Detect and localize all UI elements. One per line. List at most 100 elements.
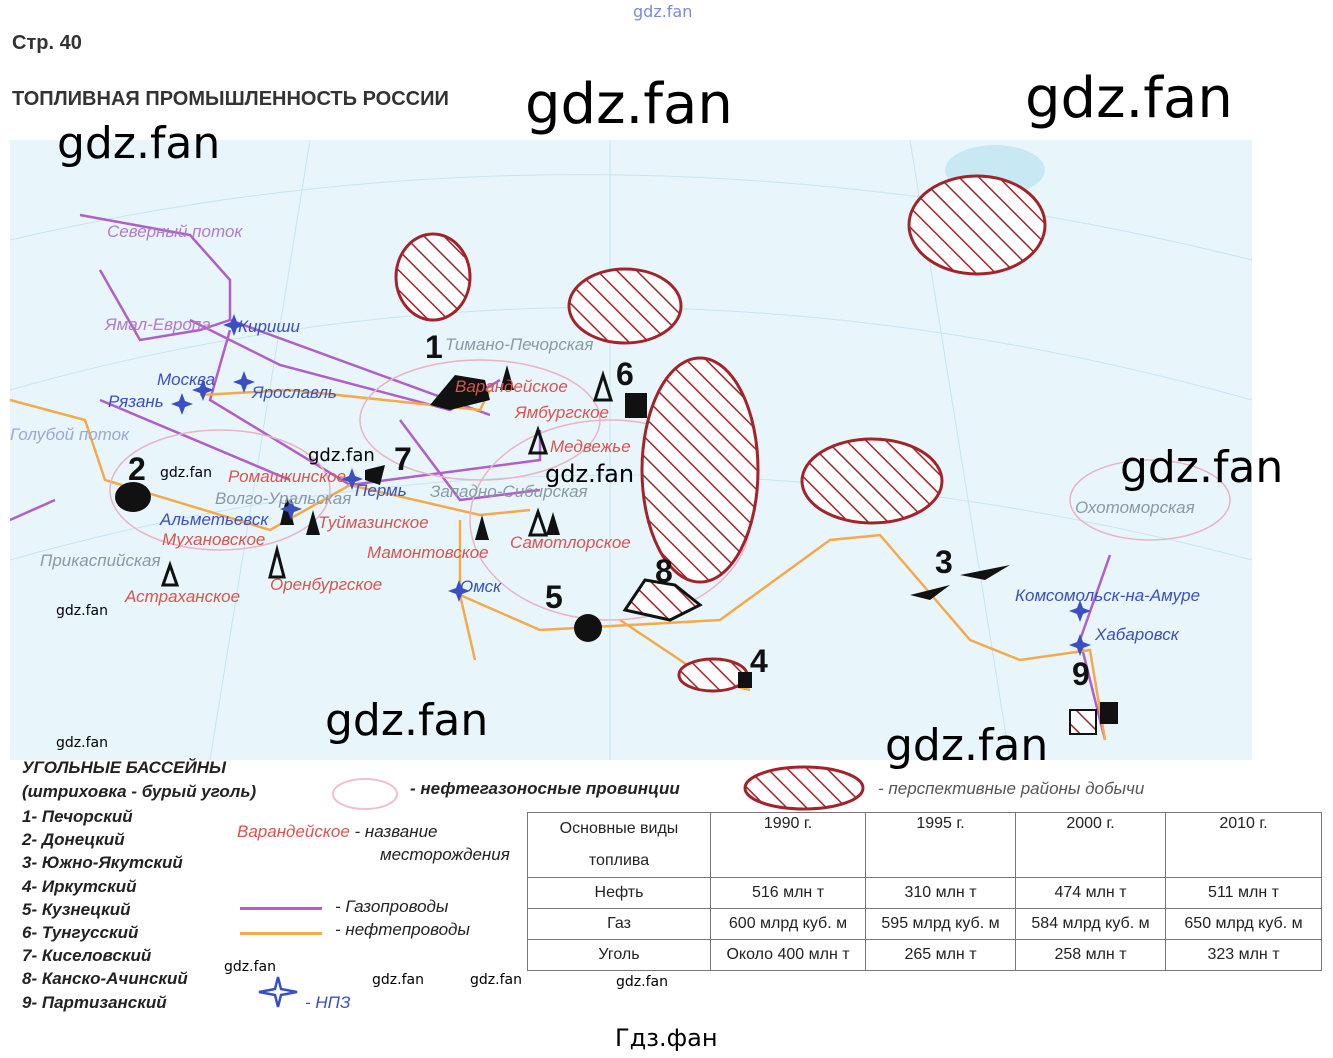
deposit-label: Ямбургское (514, 403, 609, 422)
watermark: gdz.fan (224, 959, 276, 975)
basin-number: 6 (616, 356, 634, 392)
refinery-label: Омск (460, 577, 502, 596)
watermark-top: gdz.fan (633, 2, 693, 21)
header-cell: 2000 г. (1015, 812, 1166, 878)
basin-number: 3 (935, 544, 953, 580)
oil-pipeline-swatch (240, 932, 322, 935)
page-title: ТОПЛИВНАЯ ПРОМЫШЛЕННОСТЬ РОССИИ (12, 88, 449, 110)
pipeline-label: Северный поток (107, 222, 243, 241)
pipeline-label: Ямал-Европа (104, 315, 211, 334)
basin-item: 7- Киселовский (22, 946, 152, 966)
cell: Около 400 млн т (710, 939, 866, 971)
watermark: gdz.fan (57, 118, 221, 169)
watermark: gdz.fan (325, 695, 489, 746)
watermark: gdz.fan (470, 972, 522, 988)
cell: 511 млн т (1165, 877, 1322, 909)
header-cell: Основные виды топлива (527, 812, 711, 878)
legend-coal-subtitle: (штриховка - бурый уголь) (22, 782, 257, 801)
basin-item: 2- Донецкий (22, 830, 125, 850)
deposit-label: Туймазинское (318, 513, 429, 532)
legend-basin-list: 1- Печорский 2- Донецкий 3- Южно-Якутски… (22, 805, 188, 1014)
watermark: gdz.fan (372, 972, 424, 988)
province-label: Западно-Сибирская (430, 482, 588, 501)
watermark: gdz.fan (616, 974, 668, 990)
watermark: gdz.fan (1120, 442, 1284, 493)
cell: Нефть (527, 877, 711, 909)
refinery-label: Кириши (238, 317, 300, 336)
prospective-legend-icon (743, 765, 865, 811)
cell: 600 млрд куб. м (710, 908, 866, 940)
watermark: gdz.fan (885, 720, 1049, 771)
province-label: Тимано-Печорская (445, 335, 593, 354)
refinery-label: Комсомольск-на-Амуре (1015, 586, 1200, 605)
legend-gas: - Газопроводы (335, 897, 449, 916)
cell: 474 млн т (1015, 877, 1166, 909)
watermark: gdz.fan (160, 465, 212, 481)
deposit-label: Оренбургское (270, 575, 382, 594)
basin-item: 4- Иркутский (22, 876, 137, 896)
watermark: gdz.fan (545, 460, 635, 488)
page-number: Стр. 40 (12, 32, 82, 54)
province-legend-icon (332, 778, 398, 810)
legend-oil: - нефтепроводы (335, 920, 470, 939)
refinery-label: Рязань (108, 392, 164, 411)
cell: Уголь (527, 939, 711, 971)
cell: 595 млрд куб. м (865, 908, 1016, 940)
deposit-desc-2: месторождения (380, 845, 510, 864)
legend-coal-title: УГОЛЬНЫЕ БАССЕЙНЫ (22, 758, 226, 777)
header-cell: 1995 г. (865, 812, 1016, 878)
basin-item: 9- Партизанский (22, 992, 167, 1012)
watermark: gdz.fan (525, 72, 733, 137)
deposit-label: Варандейское (455, 377, 568, 396)
watermark: gdz.fan (56, 735, 108, 751)
gas-pipeline-swatch (240, 907, 322, 910)
cell: 323 млн т (1165, 939, 1322, 971)
gas-pipelines (10, 213, 1112, 741)
basin-number: 2 (128, 451, 146, 487)
refinery-legend-icon (258, 976, 298, 1008)
deposit-label: Медвежье (550, 437, 631, 456)
refinery-label: Пермь (355, 481, 407, 500)
legend-prospective: - перспективные районы добычи (878, 779, 1145, 798)
watermark: gdz.fan (56, 603, 108, 619)
header-cell: 2010 г. (1165, 812, 1322, 878)
basin-number: 9 (1072, 656, 1090, 692)
refinery-label: Ярославль (251, 383, 337, 402)
basin-item: 5- Кузнецкий (22, 899, 131, 919)
deposit-example: Варандейское (237, 822, 350, 841)
basin-item: 6- Тунгусский (22, 923, 139, 943)
deposit-label: Астраханское (124, 587, 240, 606)
province-label: Волго-Уральская (215, 489, 351, 508)
cell: 516 млн т (710, 877, 866, 909)
cell: 258 млн т (1015, 939, 1166, 971)
prospective-areas (394, 174, 1047, 693)
province-label: Прикаспийская (40, 551, 161, 570)
cell: 310 млн т (865, 877, 1016, 909)
cell: 265 млн т (865, 939, 1016, 971)
basin-number: 4 (750, 643, 768, 679)
basin-number: 5 (545, 579, 563, 615)
coal-basins (115, 375, 1118, 735)
fuel-production-table: Основные виды топлива 1990 г. 1995 г. 20… (527, 812, 1322, 971)
refinery-icons (171, 314, 1091, 656)
basin-number: 1 (425, 329, 443, 365)
watermark: gdz.fan (1025, 66, 1233, 131)
watermark: gdz.fan (308, 445, 375, 466)
basin-item: 1- Печорский (22, 807, 133, 826)
refinery-label: Москва (157, 370, 215, 389)
basin-item: 3- Южно-Якутский (22, 853, 183, 873)
basin-item: 8- Канско-Ачинский (22, 969, 188, 989)
deposit-label: Ромашкинское (228, 467, 346, 486)
legend-deposit: Варандейское - название (237, 822, 437, 842)
fuel-industry-map: 1 2 3 4 5 6 7 8 9 Северный поток Ямал-Ев… (10, 140, 1252, 760)
deposit-label: Мамонтовское (367, 543, 489, 562)
basin-number: 7 (394, 441, 412, 477)
footer-watermark: Гдз.фан (615, 1024, 718, 1052)
refinery-label: Хабаровск (1094, 625, 1180, 644)
deposit-label: Мухановское (162, 530, 265, 549)
cell: 584 млрд куб. м (1015, 908, 1166, 940)
cell: Газ (527, 908, 711, 940)
